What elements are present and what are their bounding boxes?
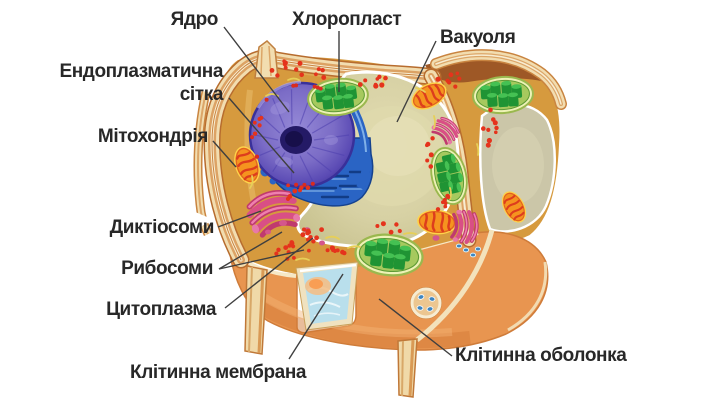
label-chloroplast: Хлоропласт (292, 9, 402, 30)
label-vacuole: Вакуоля (440, 27, 516, 48)
label-endoplasmic-reticulum: Ендоплазматична сітка (59, 61, 223, 105)
leader-dictyosomes (217, 210, 262, 228)
label-cell-wall: Клітинна оболонка (455, 345, 627, 366)
leader-vacuole (396, 40, 437, 123)
leader-er (228, 97, 295, 174)
label-nucleus: Ядро (170, 9, 219, 30)
label-cytoplasm: Цитоплазма (106, 299, 216, 320)
leader-lines (212, 26, 453, 360)
label-mitochondrion: Мітохондрія (97, 126, 209, 147)
leader-cytoplasm (224, 237, 314, 309)
leader-ribosomes-1 (218, 231, 283, 270)
cell-wall-bottom (227, 229, 549, 351)
leader-ribosomes-2 (218, 249, 305, 270)
label-dictyosomes: Диктіосоми (109, 217, 215, 238)
plasmodesmata (410, 243, 482, 319)
leader-cell-wall (378, 298, 453, 357)
ribosome-dots (250, 59, 499, 261)
vesicles (265, 220, 440, 246)
leader-mitochondrion (212, 140, 237, 168)
outer-wall-band (186, 91, 214, 237)
neighbor-wall (430, 49, 567, 110)
leader-nucleus (223, 26, 290, 113)
label-cell-membrane: Клітинна мембрана (130, 362, 307, 383)
cell-membrane-cut (295, 261, 359, 331)
leader-cell-membrane (288, 273, 344, 360)
label-ribosomes: Рибосоми (121, 258, 213, 279)
